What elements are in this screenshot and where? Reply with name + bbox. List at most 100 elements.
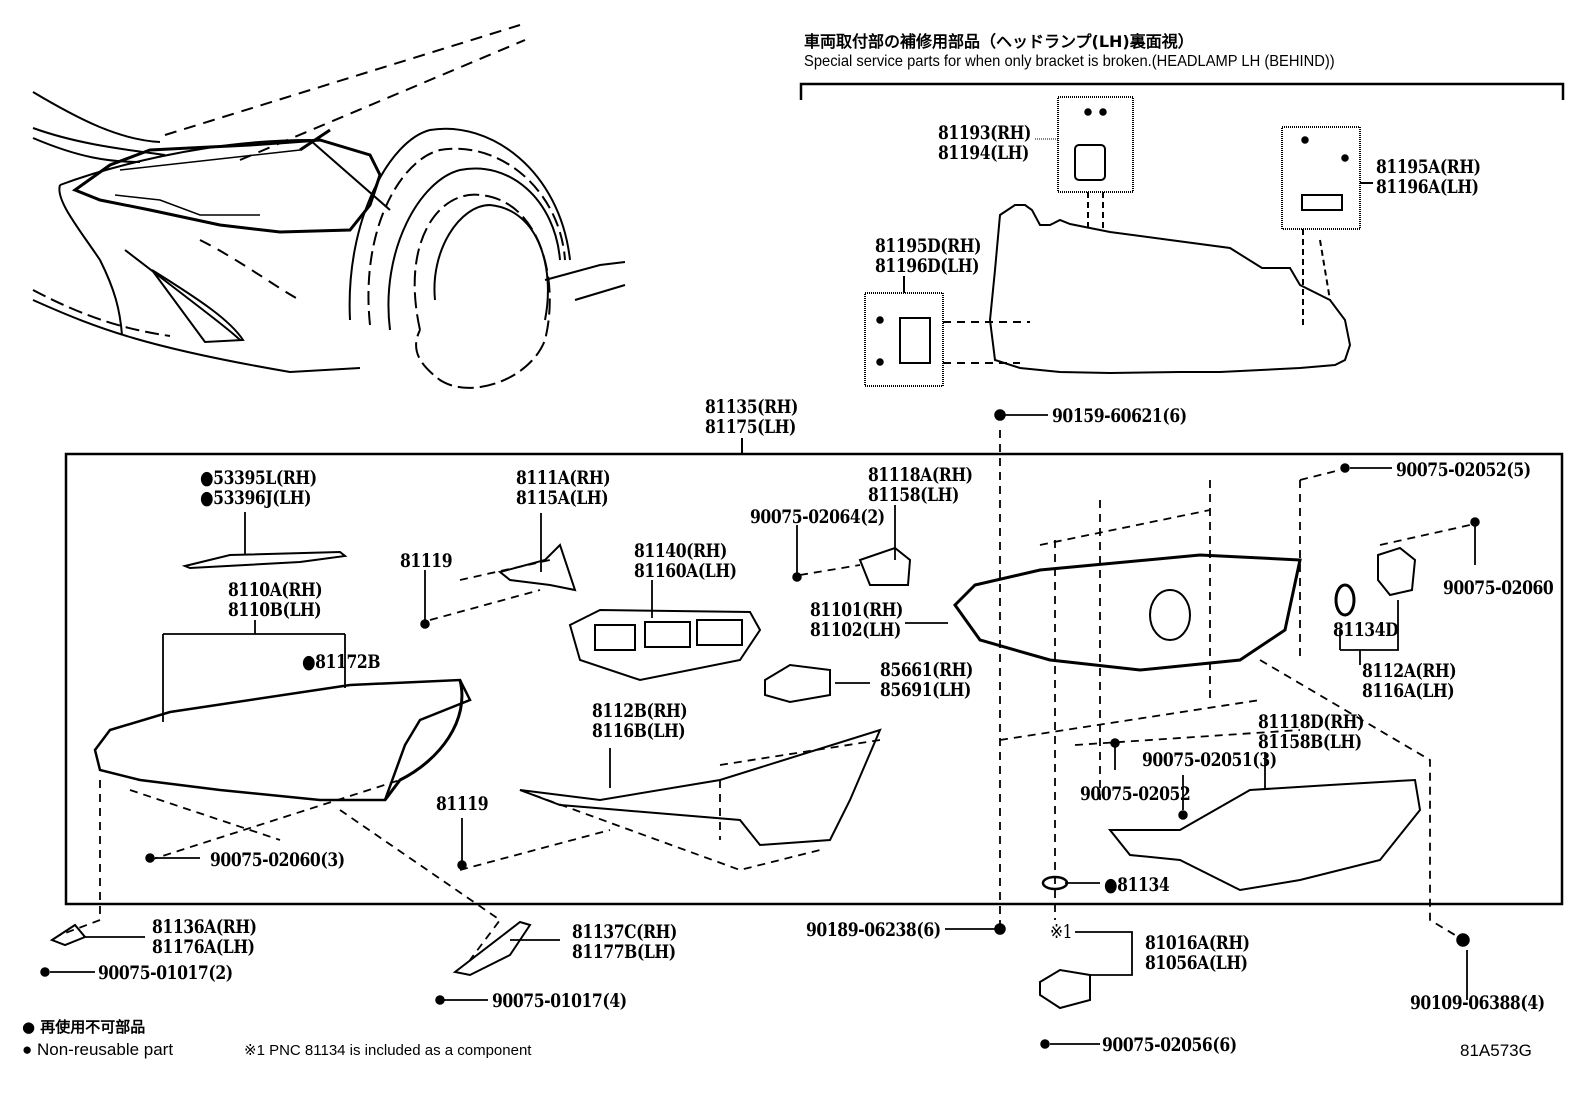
leader-lines — [50, 414, 1476, 1045]
part-glyphs — [49, 543, 1422, 1010]
part-label-81119-upper[interactable]: 81119 — [400, 550, 453, 572]
part-label-81140[interactable]: 81140(RH)81160A(LH) — [634, 541, 737, 581]
part-label-81135-assembly[interactable]: 81135(RH) 81175(LH) — [705, 397, 798, 437]
part-label-90075-02052-5[interactable]: 90075-02052(5) — [1396, 460, 1531, 480]
part-number-text: 81136A(RH) — [152, 916, 257, 938]
part-number-text: ●53395L(RH) — [200, 467, 317, 489]
bracket-8111a-glyph — [497, 543, 577, 592]
module-85661-glyph — [764, 663, 831, 704]
part-label-81195a[interactable]: 81195A(RH) 81196A(LH) — [1376, 157, 1481, 197]
part-label-81119-lower[interactable]: 81119 — [436, 794, 489, 814]
part-label-81016a[interactable]: 81016A(RH)81056A(LH) — [1145, 933, 1250, 973]
part-number-text: 8110B(LH) — [228, 599, 322, 621]
housing-81101-glyph — [953, 553, 1302, 672]
header-title-en: Special service parts for when only brac… — [804, 53, 1335, 70]
lamp-cell-3 — [696, 619, 743, 646]
part-label-90075-02064[interactable]: 90075-02064(2) — [750, 507, 885, 527]
part-number-text: 90075-02056(6) — [1102, 1034, 1237, 1056]
part-number-text: 85691(LH) — [880, 679, 971, 701]
assembly-guides — [59, 430, 1471, 961]
part-label-90075-02056[interactable]: 90075-02056(6) — [1102, 1035, 1237, 1055]
part-number-text: 81056A(LH) — [1145, 952, 1248, 974]
screw-icon — [1341, 154, 1349, 162]
screw-icon — [1110, 738, 1120, 748]
part-label-81172b[interactable]: ●81172B — [302, 652, 381, 672]
lamp-cell-2 — [644, 621, 691, 648]
screw-icon — [876, 316, 884, 324]
part-label-90075-02051[interactable]: 90075-02051(3) — [1142, 750, 1277, 770]
part-number-text: 8115A(LH) — [516, 487, 609, 509]
part-label-81118d[interactable]: 81118D(RH)81158B(LH) — [1258, 712, 1364, 752]
part-label-90075-01017-4[interactable]: 90075-01017(4) — [492, 991, 627, 1011]
part-label-81101[interactable]: 81101(RH)81102(LH) — [810, 600, 903, 640]
bulb-socket-glyph — [1149, 589, 1191, 641]
part-label-90075-01017-2[interactable]: 90075-01017(2) — [98, 963, 233, 983]
part-number-text: 85661(RH) — [880, 659, 973, 681]
part-number-text: 81175(LH) — [705, 416, 796, 438]
o-ring-81134d-glyph — [1334, 583, 1356, 617]
part-number-text: 81158B(LH) — [1258, 731, 1362, 753]
part-label-53395l[interactable]: ●53395L(RH)●53396J(LH) — [200, 468, 317, 508]
part-number-text: 8110A(RH) — [228, 579, 323, 601]
lamp-cell-1 — [594, 624, 636, 651]
part-number-text: 81118A(RH) — [868, 464, 973, 486]
part-label-81118a[interactable]: 81118A(RH)81158(LH) — [868, 465, 973, 505]
nut-icon — [1456, 933, 1470, 947]
screw-icon — [1099, 108, 1107, 116]
screw-icon — [1340, 463, 1350, 473]
part-number-text: 81119 — [400, 550, 453, 572]
part-number-text: 8116B(LH) — [592, 720, 686, 742]
part-label-8111a[interactable]: 8111A(RH)8115A(LH) — [516, 467, 611, 509]
seal-tube-glyph — [383, 679, 464, 801]
ballast-81016a-glyph — [1039, 968, 1091, 1010]
part-number-text: 8111A(RH) — [516, 467, 611, 489]
part-number-text: 81135(RH) — [705, 396, 798, 418]
part-label-81137c[interactable]: 81137C(RH)81177B(LH) — [572, 922, 677, 962]
screw-icon — [145, 853, 155, 863]
part-number-text: 90075-02051(3) — [1142, 749, 1277, 771]
figure-code: 81A573G — [1460, 1041, 1532, 1060]
part-label-81134[interactable]: ●81134 — [1104, 875, 1170, 895]
bracket-81118d-glyph — [1107, 778, 1422, 892]
part-number-text: 90109-06388(4) — [1410, 992, 1545, 1014]
part-label-8112b[interactable]: 8112B(RH)8116B(LH) — [592, 701, 688, 742]
actuator-81118a-glyph — [858, 546, 912, 586]
part-label-81193[interactable]: 81193(RH) 81194(LH) — [938, 123, 1031, 163]
screw-icon — [457, 860, 467, 870]
part-number-text: 90189-06238(6) — [806, 919, 941, 941]
part-number-text: ※1 — [1050, 921, 1073, 943]
part-number-text: 90159-60621(6) — [1052, 405, 1187, 427]
part-number-text: 81134D — [1333, 619, 1399, 641]
part-number-text: 81140(RH) — [634, 540, 727, 562]
part-number-text: 90075-02052 — [1080, 783, 1191, 805]
part-label-81195d[interactable]: 81195D(RH) 81196D(LH) — [875, 236, 981, 276]
part-number-text: 81196D(LH) — [875, 255, 980, 277]
part-label-90159-60621[interactable]: 90159-60621(6) — [1052, 406, 1187, 426]
part-number-text: 90075-02052(5) — [1396, 459, 1531, 481]
part-label-8112a[interactable]: 8112A(RH)8116A(LH) — [1362, 661, 1457, 702]
part-label-81134d[interactable]: 81134D — [1333, 619, 1399, 641]
part-number-text: 8116A(LH) — [1362, 680, 1455, 702]
part-label-90075-02060-3[interactable]: 90075-02060(3) — [210, 850, 345, 870]
part-number-text: 81176A(LH) — [152, 936, 255, 958]
part-label-90109-06388[interactable]: 90109-06388(4) — [1410, 993, 1545, 1013]
screw-icon — [1040, 1039, 1050, 1049]
screw-icon — [40, 967, 50, 977]
legend-non-reusable-en: ● Non-reusable part — [22, 1040, 174, 1059]
part-label-90075-02060[interactable]: 90075-02060 — [1443, 578, 1554, 598]
part-label-90075-02052[interactable]: 90075-02052 — [1080, 783, 1191, 805]
part-label-85661[interactable]: 85661(RH)85691(LH) — [880, 660, 973, 700]
vehicle-context-drawing — [32, 24, 626, 389]
service-parts-area — [799, 82, 1565, 387]
part-label-8110a[interactable]: 8110A(RH)8110B(LH) — [228, 579, 323, 621]
part-number-text: 81195A(RH) — [1376, 156, 1481, 178]
part-label-81136a[interactable]: 81136A(RH)81176A(LH) — [152, 917, 257, 957]
part-label-90189-06238[interactable]: 90189-06238(6) — [806, 920, 941, 940]
screw-icon — [1301, 136, 1309, 144]
screw-icon — [1178, 810, 1188, 820]
module-8112a-glyph — [1377, 546, 1417, 597]
note-marker-1: ※1 — [1050, 921, 1073, 943]
part-number-text: 81101(RH) — [810, 599, 903, 621]
extension-8112b-glyph — [519, 728, 882, 847]
